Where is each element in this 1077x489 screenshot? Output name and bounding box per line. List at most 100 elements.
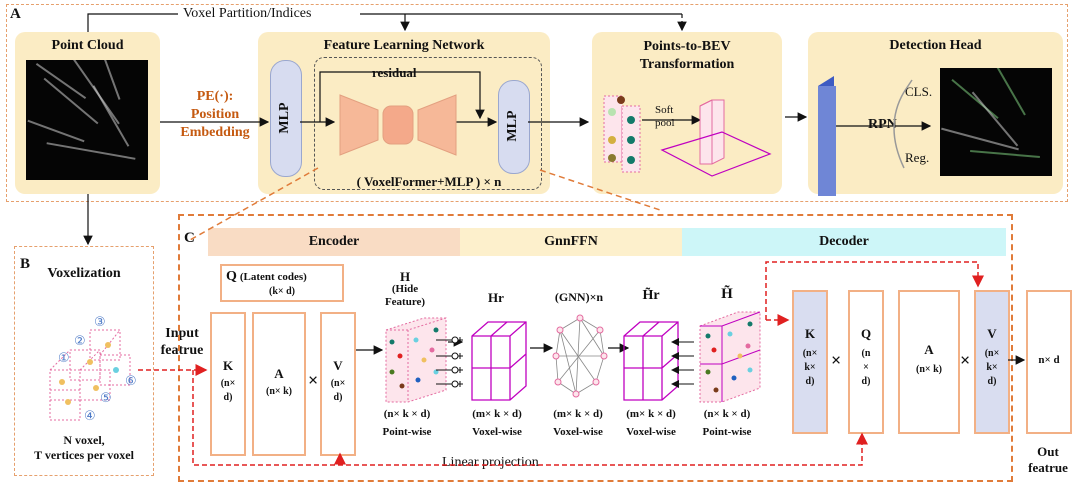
q-latent-desc: (Latent codes) [239, 271, 307, 283]
voxel-partition-arrows [87, 13, 687, 32]
h-dim: (n× k × d) [383, 408, 431, 420]
voxelformer-formula: ( VoxelFormer+MLP ) × n [356, 174, 502, 189]
h-tilde-title: H̃ [721, 286, 733, 302]
voxel-numbers: ① ② ③ ④ ⑤ ⑥ [58, 315, 137, 424]
pe-line-3: Embedding [180, 125, 250, 140]
mlp-left-block [270, 60, 302, 177]
voxel-num-3: ③ [94, 315, 106, 330]
voxel-num-4: ④ [84, 409, 96, 424]
input-feature-line-2: featrue [160, 343, 204, 358]
q-latent-codes-box: Q (Latent codes) (k× d) [220, 264, 344, 302]
decoder-a-dim: (n× k) [916, 364, 942, 375]
decoder-k-matrix: K (n× k× d) [792, 290, 828, 434]
decoder-q-dim-3: d) [861, 376, 871, 387]
rpn-label: RPN [868, 117, 897, 132]
gnn-kind: Voxel-wise [553, 426, 603, 438]
voxel-num-2: ② [74, 334, 86, 349]
section-b-label: B [20, 256, 31, 272]
hr-tilde-arrows [671, 338, 694, 388]
hr-tilde-block-graphic [623, 321, 679, 401]
output-matrix: n× d [1026, 290, 1072, 434]
point-cloud-image [26, 60, 148, 180]
cls-label: CLS. [905, 84, 933, 99]
detection-result-image [940, 68, 1052, 176]
hr-title: Hr [488, 290, 504, 305]
decoder-band: Decoder [682, 228, 1006, 256]
decoder-v-matrix: V (n× k× d) [974, 290, 1010, 434]
section-c-frame [178, 214, 1013, 482]
soft-pool-line-1: Soft [655, 104, 674, 116]
bev-title-line-2: Transformation [639, 57, 735, 72]
decoder-a-matrix: A (n× k) [898, 290, 960, 434]
encoder-k-dim-1: (n× [220, 378, 236, 389]
voxel-partition-label: Voxel Partition/Indices [180, 6, 315, 22]
h-title: H (Hide Feature) [378, 270, 432, 309]
decoder-v-dim-2: k× [986, 362, 998, 373]
section-c-label: C [184, 230, 195, 246]
encoder-decoder-shape [339, 94, 457, 156]
voxel-num-1: ① [58, 351, 70, 366]
encoder-a-dim: (n× k) [266, 386, 292, 397]
h-tilde-kind: Point-wise [702, 426, 752, 438]
feature-learning-title: Feature Learning Network [323, 38, 485, 53]
voxel-num-6: ⑥ [125, 374, 137, 389]
h-tilde-dim: (n× k × d) [703, 408, 751, 420]
main-flow-arrows [83, 71, 808, 246]
detection-graphics [818, 76, 932, 196]
encoder-k-matrix: K (n× d) [210, 312, 246, 456]
voxelization-title: Voxelization [47, 266, 121, 281]
hr-tilde-dim: (m× k × d) [626, 408, 676, 420]
encoder-k-label: K [222, 358, 234, 373]
gnn-block-graphic [552, 314, 608, 398]
decoder-q-dim-2: × [863, 362, 869, 373]
hr-kind: Voxel-wise [472, 426, 522, 438]
output-line-1: Out [1037, 444, 1059, 459]
encoder-band: Encoder [208, 228, 460, 256]
red-arrows [138, 261, 984, 466]
decoder-a-label: A [924, 342, 934, 357]
encoder-k-dim-2: d) [223, 392, 233, 403]
bev-graphics [603, 95, 772, 177]
detection-head-title: Detection Head [889, 38, 982, 53]
zoom-lines [189, 167, 661, 241]
section-a-frame [6, 4, 1068, 202]
decoder-v-dim-1: (n× [984, 348, 1000, 359]
hr-block-graphic [471, 321, 527, 401]
decoder-times-1: × [831, 350, 842, 370]
decoder-k-dim-3: d) [805, 376, 815, 387]
voxelization-caption-2: T vertices per voxel [34, 448, 134, 462]
input-feature-line-1: Input [165, 326, 199, 341]
encoder-a-matrix: A (n× k) [252, 312, 306, 456]
q-latent-dim: (k× d) [269, 286, 295, 297]
decoder-q-label: Q [860, 326, 872, 341]
voxel-points [59, 342, 119, 405]
h-title-sub2: Feature) [384, 296, 426, 308]
decoder-v-dim-3: d) [987, 376, 997, 387]
section-c-arrows [356, 337, 1026, 365]
decoder-times-2: × [960, 350, 971, 370]
gnnffn-band: GnnFFN [460, 228, 682, 256]
encoder-v-dim-2: d) [333, 392, 343, 403]
section-a-label: A [10, 6, 21, 22]
bev-title-line-1: Points-to-BEV [643, 39, 731, 54]
h-title-main: H [399, 269, 411, 284]
encoder-v-label: V [333, 358, 343, 373]
h-block-graphic [385, 317, 463, 403]
output-dim: n× d [1038, 354, 1060, 366]
bev-title: Points-to-BEV Transformation [592, 38, 782, 74]
encoder-times: × [308, 370, 319, 390]
voxel-num-5: ⑤ [100, 391, 112, 406]
output-feature-label: Out featrue [1020, 444, 1076, 476]
encoder-v-matrix: V (n× d) [320, 312, 356, 456]
decoder-k-dim-1: (n× [802, 348, 818, 359]
hr-tilde-title: H̃r [642, 288, 660, 303]
pe-line-2: Position [190, 107, 240, 122]
section-b-frame [14, 246, 154, 476]
hr-tilde-kind: Voxel-wise [626, 426, 676, 438]
h-title-sub1: (Hide [391, 283, 419, 295]
hr-dim: (m× k × d) [472, 408, 522, 420]
reg-label: Reg. [905, 150, 930, 165]
gnn-dim: (m× k × d) [553, 408, 603, 420]
point-cloud-title: Point Cloud [51, 38, 124, 53]
